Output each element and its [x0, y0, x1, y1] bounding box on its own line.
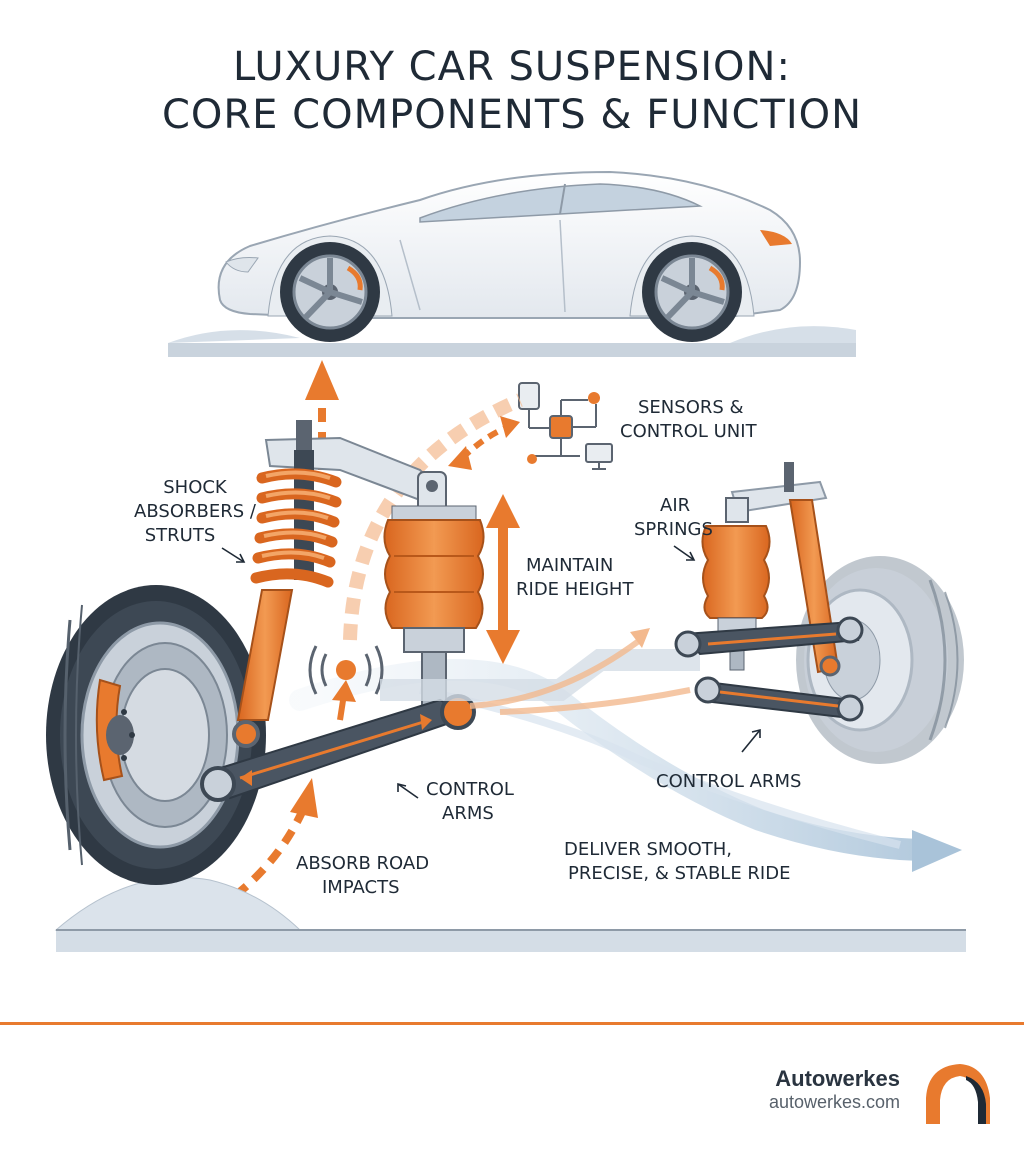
label-pointers — [221, 545, 761, 799]
brand-url: autowerkes.com — [768, 1092, 900, 1112]
footer-divider — [0, 1022, 1024, 1025]
maintain-label-line-2: RIDE HEIGHT — [516, 579, 634, 600]
air-springs-label-line-2: SPRINGS — [634, 519, 713, 540]
sensor-network-icon — [518, 382, 613, 470]
front-wheel-icon — [46, 585, 266, 885]
absorb-label-line-2: IMPACTS — [322, 877, 400, 898]
control-arms-left-line-1: CONTROL — [426, 779, 514, 800]
rear-control-arm-icon — [469, 616, 864, 722]
ride-height-arrow — [486, 494, 520, 664]
car-illustration — [168, 170, 856, 357]
title-line-1: LUXURY CAR SUSPENSION: — [233, 44, 791, 90]
air-springs-label-line-1: AIR — [660, 495, 691, 516]
sensors-label-line-2: CONTROL UNIT — [620, 421, 757, 442]
brand-logo — [926, 1064, 990, 1124]
sensors-label-line-1: SENSORS & — [638, 397, 744, 418]
road-surface — [54, 877, 966, 952]
shock-label-line-3: STRUTS — [144, 525, 216, 546]
signal-waves-icon — [308, 645, 384, 695]
deliver-label-line-1: DELIVER SMOOTH, — [564, 839, 733, 860]
absorb-label-line-1: ABSORB ROAD — [296, 853, 430, 874]
rear-car-wheel-icon — [642, 242, 742, 342]
shock-label-line-1: SHOCK — [163, 477, 227, 498]
maintain-label-line-1: MAINTAIN — [526, 555, 614, 576]
front-car-wheel-icon — [280, 242, 380, 342]
deliver-label-line-2: PRECISE, & STABLE RIDE — [568, 863, 791, 884]
monitor-icon — [585, 443, 613, 463]
title-line-2: CORE COMPONENTS & FUNCTION — [161, 92, 863, 138]
brand-name: Autowerkes — [775, 1066, 900, 1091]
control-arms-right-label: CONTROL ARMS — [656, 771, 802, 792]
control-arms-left-line-2: ARMS — [442, 803, 494, 824]
coil-spring-icon — [232, 420, 442, 748]
brand-block: Autowerkes autowerkes.com — [769, 1066, 900, 1113]
shock-label-line-2: ABSORBERS / — [134, 501, 256, 522]
